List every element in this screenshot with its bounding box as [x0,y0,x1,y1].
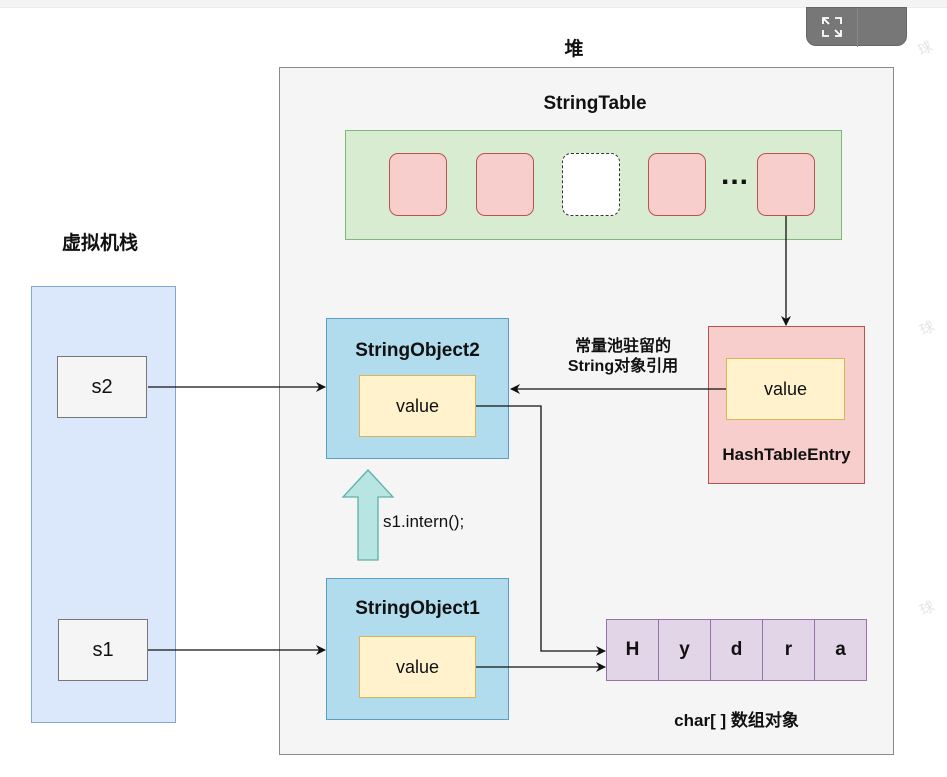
char-cell: a [814,619,867,681]
hash-entry-title: HashTableEntry [722,445,851,464]
pool-ref-label-line1: 常量池驻留的 [574,338,671,355]
hash-entry-value: value [726,358,845,420]
string-object-2-title: StringObject2 [355,340,480,361]
char-array-caption: char[ ] 数组对象 [674,711,799,730]
fullscreen-button[interactable] [806,7,907,47]
char-cell: H [606,619,659,681]
char-cell: y [658,619,711,681]
char-cell: r [762,619,815,681]
stringtable-slot [476,153,534,216]
arrow-value2-to-chararray [476,405,606,656]
fullscreen-button-divider [857,8,858,47]
expand-icon [822,17,842,37]
top-border [0,0,947,8]
vm-stack-title: 虚拟机栈 [61,233,138,254]
string-object-2-value: value [359,375,476,437]
heap-title: 堆 [564,39,584,60]
stringtable-slot [757,153,815,216]
stringtable-slot [389,153,447,216]
stringtable-slot-empty [562,153,620,216]
char-cell: d [710,619,763,681]
string-object-1-title: StringObject1 [355,598,480,619]
pool-ref-label-line2: String对象引用 [567,358,679,375]
stack-var-s1: s1 [58,619,148,681]
stringtable-title: StringTable [543,93,647,114]
string-object-1-value: value [359,636,476,698]
stringtable-slot [648,153,706,216]
stack-var-s2: s2 [57,356,147,418]
intern-call-label: s1.intern(); [383,512,465,531]
stringtable-ellipsis: ... [720,158,749,191]
intern-arrow [341,469,395,561]
